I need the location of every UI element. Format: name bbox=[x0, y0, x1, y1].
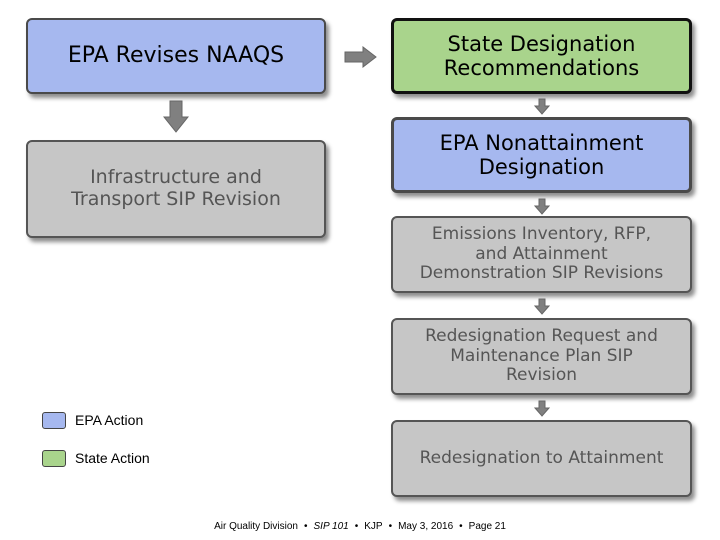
redesignation-to-attainment-box: Redesignation to Attainment bbox=[391, 420, 692, 497]
footer-course: SIP 101 bbox=[313, 521, 349, 532]
state-designation-recommendations-box: State Designation Recommendations bbox=[391, 18, 692, 94]
arrow-down-icon bbox=[534, 198, 550, 215]
footer-division: Air Quality Division bbox=[214, 521, 298, 532]
epa-revises-naaqs-box: EPA Revises NAAQS bbox=[26, 18, 326, 94]
redesignation-request-label: Redesignation Request and Maintenance Pl… bbox=[425, 326, 658, 386]
emissions-inventory-label: Emissions Inventory, RFP, and Attainment… bbox=[419, 224, 664, 284]
emissions-inventory-box: Emissions Inventory, RFP, and Attainment… bbox=[391, 216, 692, 293]
state-action-legend-label: State Action bbox=[75, 450, 150, 466]
epa-nonattainment-designation-box: EPA Nonattainment Designation bbox=[391, 117, 692, 193]
infrastructure-transport-sip-label: Infrastructure and Transport SIP Revisio… bbox=[71, 166, 281, 210]
epa-revises-naaqs-label: EPA Revises NAAQS bbox=[67, 43, 285, 69]
footer-page: Page 21 bbox=[468, 521, 506, 532]
arrow-down-icon bbox=[534, 298, 550, 315]
state-designation-recommendations-label: State Designation Recommendations bbox=[443, 31, 640, 80]
state-action-legend-swatch bbox=[42, 450, 66, 467]
footer-date: May 3, 2016 bbox=[398, 521, 454, 532]
arrow-down-icon bbox=[163, 100, 189, 133]
epa-action-legend-label: EPA Action bbox=[75, 412, 144, 428]
arrow-right-icon bbox=[344, 46, 377, 68]
redesignation-request-box: Redesignation Request and Maintenance Pl… bbox=[391, 318, 692, 395]
epa-nonattainment-designation-label: EPA Nonattainment Designation bbox=[439, 130, 644, 179]
epa-action-legend-swatch bbox=[42, 412, 66, 429]
footer-author: KJP bbox=[364, 521, 383, 532]
redesignation-to-attainment-label: Redesignation to Attainment bbox=[419, 447, 664, 468]
infrastructure-transport-sip-box: Infrastructure and Transport SIP Revisio… bbox=[26, 140, 326, 238]
arrow-down-icon bbox=[534, 400, 550, 417]
footer: Air Quality Division•SIP 101•KJP•May 3, … bbox=[214, 521, 506, 532]
arrow-down-icon bbox=[534, 98, 550, 115]
